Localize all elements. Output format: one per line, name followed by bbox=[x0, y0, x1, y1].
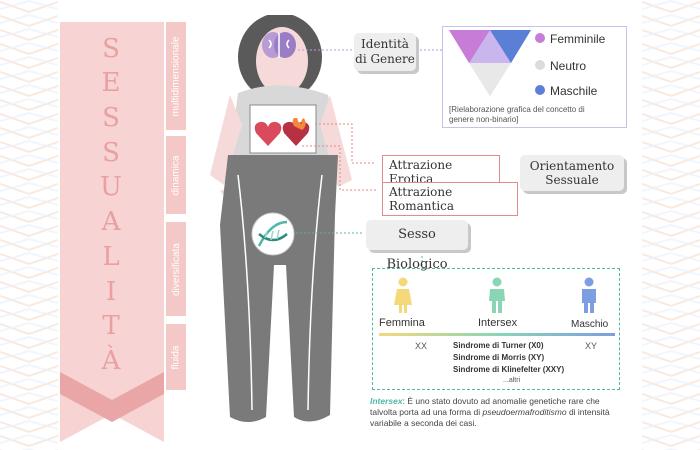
title-letter: I bbox=[105, 277, 119, 307]
gender-legend-note: [Rielaborazione grafica del concetto di … bbox=[449, 105, 585, 124]
intersex-footnote: Intersex: È uno stato dovuto ad anomalie… bbox=[370, 396, 610, 428]
femminile-dot-icon bbox=[535, 33, 545, 43]
right-chevron-pattern bbox=[642, 0, 700, 450]
female-figure-icon bbox=[394, 277, 412, 313]
title-letter: L bbox=[102, 242, 122, 272]
footnote-term: Intersex bbox=[370, 396, 403, 406]
gender-legend-box: Femminile Neutro Maschile [Rielaborazion… bbox=[442, 26, 627, 128]
gender-triangle-icon bbox=[449, 30, 531, 96]
title-letter: S bbox=[102, 103, 122, 133]
attrazione-romantica-tag: Attrazione Romantica bbox=[382, 182, 518, 216]
sessualita-banner bbox=[60, 22, 164, 442]
legend-item-neutro: Neutro bbox=[535, 59, 586, 73]
title-letter: E bbox=[101, 68, 123, 98]
brain-icon bbox=[262, 32, 296, 58]
syndrome-item: Sindrome di Morris (XY) bbox=[453, 353, 545, 362]
identita-di-genere-label: Identità di Genere bbox=[354, 33, 416, 71]
xy-label: XY bbox=[585, 341, 598, 351]
xx-label: XX bbox=[415, 341, 428, 351]
intersex-figure-icon bbox=[489, 277, 505, 313]
legend-item-maschile: Maschile bbox=[535, 84, 597, 98]
tab-dinamica: dinamica bbox=[166, 136, 186, 214]
orientamento-sessuale-label: Orientamento Sessuale bbox=[520, 155, 624, 191]
intersex-label: Intersex bbox=[478, 317, 518, 329]
biological-sex-box: Femmina Intersex Maschio XX XY Sindrome … bbox=[372, 268, 620, 390]
tab-diversificata: diversificata bbox=[166, 222, 186, 316]
tab-multidimensionale: multidimensionale bbox=[166, 22, 186, 130]
legend-item-femminile: Femminile bbox=[535, 32, 605, 46]
syndrome-item: Sindrome di Turner (X0) bbox=[453, 341, 544, 350]
male-figure-icon bbox=[582, 277, 596, 313]
hearts-icon bbox=[254, 118, 310, 146]
title-letter: T bbox=[102, 311, 122, 341]
title-letter: S bbox=[102, 34, 122, 64]
neutro-dot-icon bbox=[535, 60, 545, 70]
syndrome-item: Sindrome di Klinefelter (XXY) bbox=[453, 365, 565, 374]
sesso-biologico-label: Sesso Biologico bbox=[366, 220, 468, 272]
tab-fluida: fluida bbox=[166, 324, 186, 390]
others-label: ...altri bbox=[503, 377, 521, 384]
female-label: Femmina bbox=[379, 317, 425, 329]
title-letter: U bbox=[100, 172, 124, 202]
title-letter: S bbox=[102, 138, 122, 168]
maschile-dot-icon bbox=[535, 85, 545, 95]
dna-icon bbox=[251, 212, 295, 256]
title-letter: A bbox=[101, 207, 123, 237]
sex-spectrum-bar bbox=[379, 333, 615, 336]
male-label: Maschio bbox=[571, 319, 609, 330]
title-letter: À bbox=[101, 346, 123, 376]
left-chevron-pattern bbox=[0, 0, 58, 450]
